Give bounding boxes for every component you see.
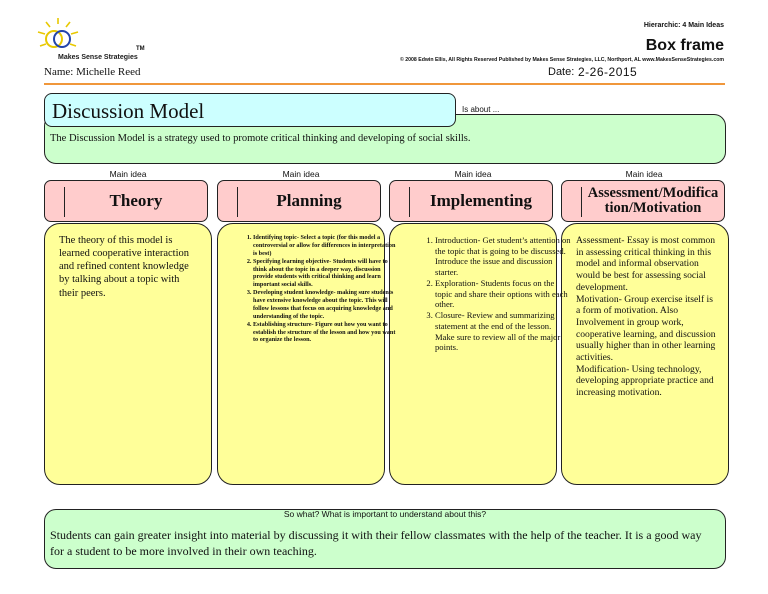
student-name: Name: Michelle Reed — [44, 66, 141, 78]
planning-list: Identifying topic- Select a topic (for t… — [234, 234, 401, 344]
main-idea-label: Main idea — [454, 169, 492, 179]
date-value: 2-26-2015 — [578, 65, 638, 79]
list-item: Establishing structure- Figure out how y… — [253, 321, 401, 345]
planning-detail-box — [217, 223, 385, 485]
is-about-label: Is about ... — [462, 105, 500, 114]
list-item: Specifying learning objective- Students … — [253, 258, 401, 290]
frame-title: Box frame — [645, 37, 724, 54]
theory-text: The theory of this model is learned coop… — [59, 235, 190, 299]
implementing-heading: Implementing — [430, 191, 532, 211]
main-idea-label: Main idea — [625, 169, 663, 179]
so-what-box — [44, 509, 726, 569]
brand-name: Makes Sense Strategies — [58, 54, 138, 61]
list-item: Developing student knowledge- making sur… — [253, 289, 401, 321]
theory-heading-box: Theory — [44, 180, 208, 222]
assessment-detail-box — [561, 223, 729, 485]
modification-paragraph: Modification- Using technology, developi… — [576, 363, 714, 399]
implementing-list: Introduction- Get student’s attention on… — [401, 235, 571, 353]
main-idea-label: Main idea — [109, 169, 147, 179]
implementing-detail-box — [389, 223, 557, 485]
assessment-heading: Assessment/Modification/Motivation — [587, 184, 719, 216]
theory-heading: Theory — [109, 191, 163, 211]
topic-title: Discussion Model — [52, 99, 205, 123]
planning-heading-box: Planning — [217, 180, 381, 222]
date-label: Date: — [548, 66, 575, 78]
so-what-label: So what? What is important to understand… — [283, 509, 487, 519]
heading-divider — [237, 187, 238, 217]
list-item: Exploration- Students focus on the topic… — [435, 278, 571, 310]
topic-summary: The Discussion Model is a strategy used … — [50, 133, 471, 144]
assessment-text: Assessment- Essay is most common in asse… — [576, 235, 716, 399]
motivation-paragraph: Motivation- Group exercise itself is a f… — [576, 293, 716, 364]
hierarchic-label: Hierarchic: 4 Main Ideas — [643, 22, 724, 29]
so-what-text: Students can gain greater insight into m… — [50, 528, 702, 558]
planning-heading: Planning — [276, 191, 342, 211]
header-divider — [44, 83, 725, 85]
theory-detail-box — [44, 223, 212, 485]
heading-divider — [581, 187, 582, 217]
copyright-notice: © 2008 Edwin Ellis, All Rights Reserved … — [399, 57, 724, 63]
topic-title-box — [44, 93, 456, 127]
heading-divider — [409, 187, 410, 217]
main-idea-label: Main idea — [282, 169, 320, 179]
trademark-mark: TM — [136, 46, 145, 52]
list-item: Introduction- Get student’s attention on… — [435, 235, 571, 278]
list-item: Identifying topic- Select a topic (for t… — [253, 234, 401, 258]
assessment-paragraph: Assessment- Essay is most common in asse… — [576, 235, 716, 293]
implementing-heading-box: Implementing — [389, 180, 553, 222]
list-item: Closure- Review and summarizing statemen… — [435, 310, 571, 353]
makes-sense-logo-icon — [36, 16, 80, 56]
assessment-heading-box: Assessment/Modification/Motivation — [561, 180, 725, 222]
heading-divider — [64, 187, 65, 217]
